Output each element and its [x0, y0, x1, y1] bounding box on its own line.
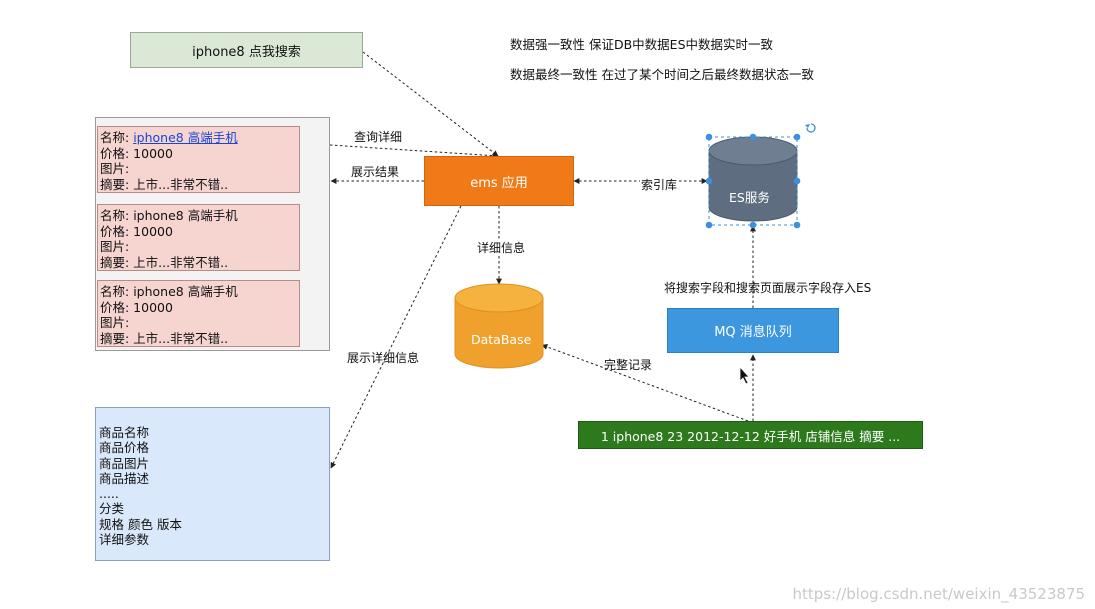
- note-eventual-consistency: 数据最终一致性 在过了某个时间之后最终数据状态一致: [510, 67, 814, 82]
- database-label: DataBase: [471, 332, 532, 347]
- es-service-cylinder[interactable]: [708, 136, 798, 222]
- card-image: 图片:: [100, 161, 130, 176]
- label-full-record: 完整记录: [604, 358, 653, 372]
- result-card[interactable]: 名称: iphone8 高端手机 价格: 10000 图片: 摘要: 上市...…: [97, 280, 300, 347]
- edge-search-to-ems: [362, 51, 499, 157]
- card-summary: 摘要: 上市...非常不错..: [100, 254, 229, 270]
- label-show-result: 展示结果: [351, 165, 400, 179]
- es-service-label: ES服务: [729, 190, 770, 205]
- note-strong-consistency: 数据强一致性 保证DB中数据ES中数据实时一致: [510, 37, 774, 52]
- es-selection-frame: [705, 123, 816, 229]
- result-card[interactable]: 名称: iphone8 高端手机 价格: 10000 图片: 摘要: 上市...…: [97, 126, 300, 193]
- result-card[interactable]: 名称: iphone8 高端手机 价格: 10000 图片: 摘要: 上市...…: [97, 204, 300, 271]
- card-summary: 摘要: 上市...非常不错..: [100, 176, 229, 192]
- product-name: iphone8 高端手机: [133, 284, 238, 299]
- label-detail-info: 详细信息: [477, 239, 526, 256]
- search-box[interactable]: iphone8 点我搜索: [130, 32, 363, 68]
- product-detail-panel: 商品名称 商品价格 商品图片 商品描述 ..... 分类 规格 颜色 版本 详细…: [95, 407, 330, 561]
- card-price: 价格: 10000: [100, 145, 173, 161]
- search-box-label: iphone8 点我搜索: [192, 44, 301, 60]
- mouse-cursor-icon: [739, 365, 750, 385]
- product-link[interactable]: iphone8 高端手机: [133, 130, 238, 145]
- label-show-detail-info: 展示详细信息: [347, 351, 420, 365]
- edge-ems-to-detail: [330, 205, 462, 469]
- database-cylinder[interactable]: [454, 283, 544, 369]
- watermark-url: https://blog.csdn.net/weixin_43523875: [792, 585, 1085, 603]
- card-image: 图片:: [100, 315, 130, 330]
- mq-queue-node[interactable]: MQ 消息队列: [667, 308, 839, 353]
- full-record-bar[interactable]: 1 iphone8 23 2012-12-12 好手机 店铺信息 摘要 ...: [578, 421, 923, 449]
- card-summary: 摘要: 上市...非常不错..: [100, 330, 229, 346]
- label-store-to-es: 将搜索字段和搜索页面展示字段存入ES: [664, 281, 872, 295]
- ems-app-node[interactable]: ems 应用: [424, 156, 574, 206]
- edge-record-to-database: [541, 344, 749, 422]
- card-price: 价格: 10000: [100, 299, 173, 315]
- label-index: 索引库: [640, 176, 679, 193]
- label-query-detail: 查询详细: [354, 130, 403, 144]
- card-image: 图片:: [100, 239, 130, 254]
- edge-card-to-ems: [299, 142, 499, 159]
- rotate-handle-icon: [806, 123, 816, 133]
- card-price: 价格: 10000: [100, 223, 173, 239]
- product-name: iphone8 高端手机: [133, 208, 238, 223]
